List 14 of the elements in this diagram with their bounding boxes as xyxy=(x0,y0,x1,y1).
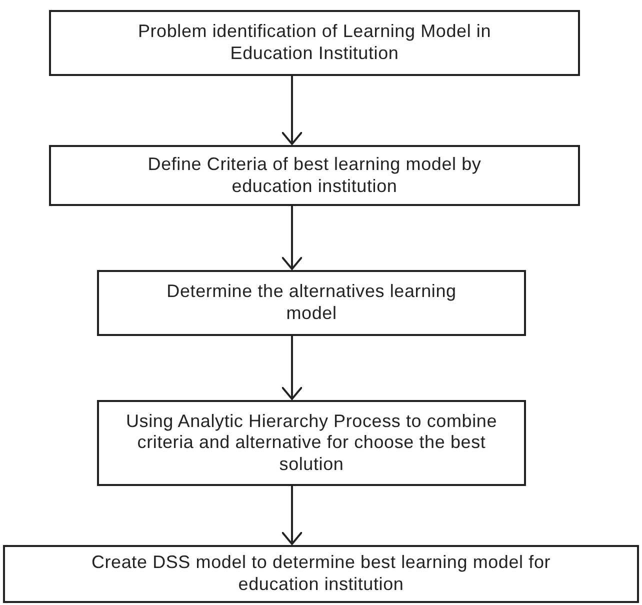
process-box xyxy=(49,10,580,76)
process-box xyxy=(97,400,526,486)
step-text: Problem identification of Learning Model in Education Institution xyxy=(136,21,492,65)
step-text: Define Criteria of best learning model by education institution xyxy=(146,154,482,198)
process-box xyxy=(97,270,526,336)
arrow xyxy=(281,76,303,145)
arrow xyxy=(281,206,303,270)
step-text: Using Analytic Hierarchy Process to combine criteria and alternative for choose the best solution xyxy=(124,410,498,476)
arrow xyxy=(281,486,303,545)
process-box xyxy=(3,545,639,603)
step-text: Determine the alternatives learning model xyxy=(166,281,458,325)
arrow xyxy=(281,336,303,400)
step-text: Create DSS model to determine best learning model for education institution xyxy=(90,552,552,596)
process-box xyxy=(49,145,580,206)
